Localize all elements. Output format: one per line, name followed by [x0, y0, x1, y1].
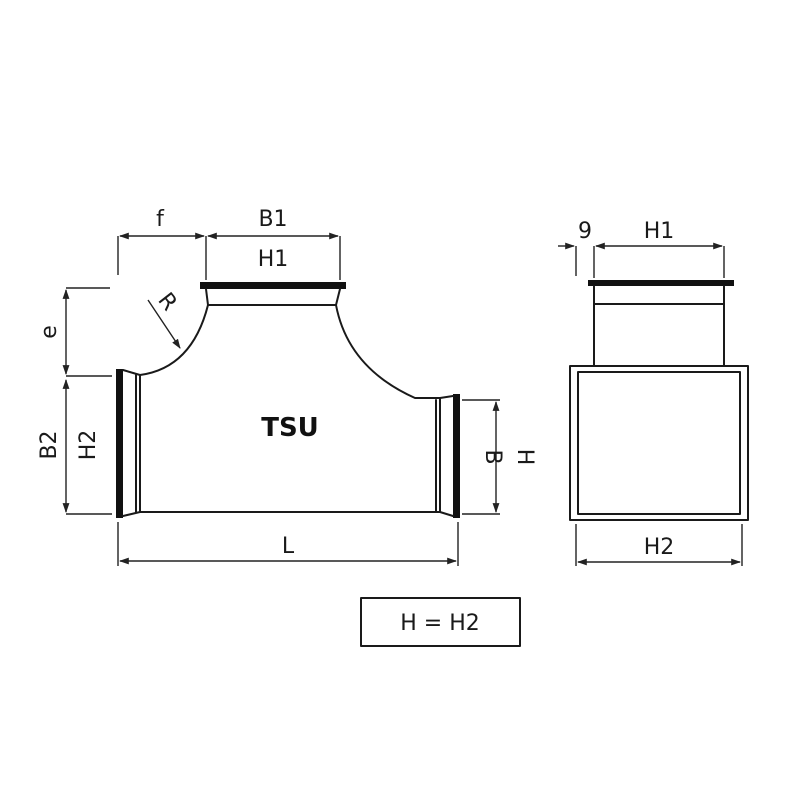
h-label: H: [512, 449, 537, 466]
b2-label: B2: [37, 430, 62, 459]
l-label: L: [282, 534, 295, 559]
h1-right-label: H1: [644, 219, 675, 244]
side-view: 9 H1 H2: [558, 219, 749, 566]
f-label: f: [156, 207, 165, 232]
top-flange: [200, 282, 346, 289]
tee-body-outline: [139, 304, 441, 513]
b-label: B: [480, 449, 505, 464]
side-top-flange: [588, 280, 734, 286]
front-view: TSU f B1 H1 R e B2 H2 B H L: [37, 207, 537, 566]
g-label: 9: [578, 219, 592, 244]
h1-top-label: H1: [258, 247, 289, 272]
h2-bottom-label: H2: [644, 535, 675, 560]
right-flange: [453, 394, 460, 518]
side-box-inner: [577, 371, 741, 515]
h2-side-label: H2: [76, 430, 101, 461]
b1-label: B1: [258, 207, 287, 232]
r-label: R: [153, 288, 182, 315]
side-box-outer: [569, 365, 749, 521]
left-flange: [116, 369, 123, 518]
r-leader-line: [147, 299, 181, 349]
e-label: e: [37, 325, 62, 339]
formula-text: H = H2: [400, 611, 480, 636]
formula-box: H = H2: [360, 597, 521, 647]
product-code: TSU: [261, 413, 319, 443]
